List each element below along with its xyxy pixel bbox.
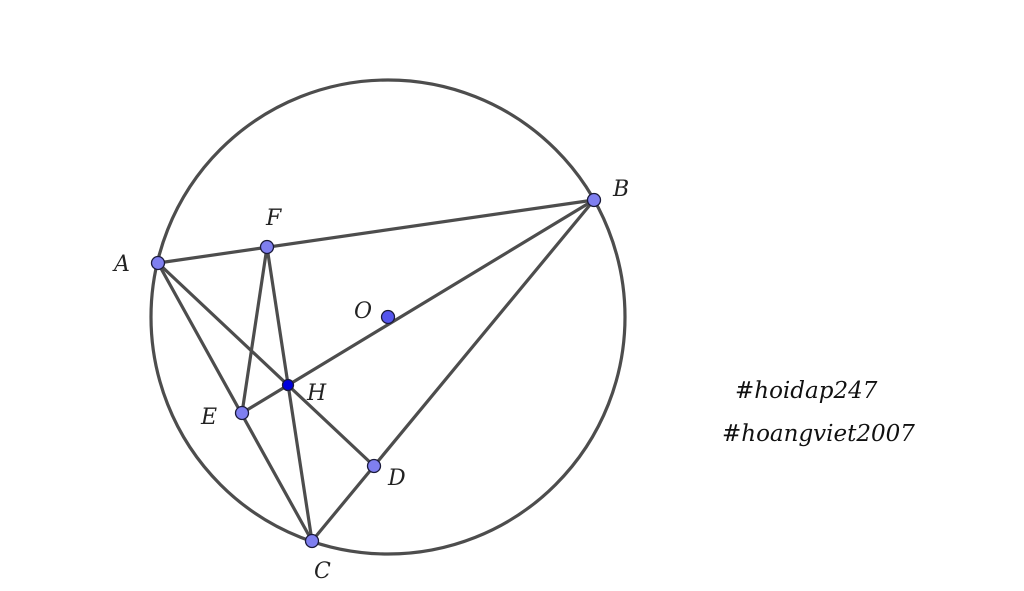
segment-ab [156, 198, 596, 265]
label-c: C [314, 559, 331, 584]
label-a: A [112, 252, 130, 277]
circumcircle [149, 78, 627, 556]
label-f: F [265, 206, 282, 231]
watermark-hoidap247: #hoidap247 [735, 378, 878, 404]
label-b: B [612, 177, 629, 202]
point-c [304, 533, 320, 549]
segment-ac [156, 261, 314, 543]
point-b [586, 192, 602, 208]
point-d [366, 458, 382, 474]
point-a [150, 255, 166, 271]
label-d: D [387, 466, 406, 491]
segment-ef [240, 245, 269, 415]
watermark-hoangviet2007: #hoangviet2007 [722, 421, 915, 447]
point-h [281, 378, 295, 392]
segment-ad [156, 261, 376, 468]
point-e [234, 405, 250, 421]
label-o: O [354, 299, 372, 324]
label-e: E [200, 405, 217, 430]
point-f [259, 239, 275, 255]
segment-cf [265, 245, 314, 543]
segment-be [240, 198, 596, 415]
point-o [380, 309, 396, 325]
segment-bc [310, 198, 596, 543]
label-h: H [306, 381, 327, 406]
